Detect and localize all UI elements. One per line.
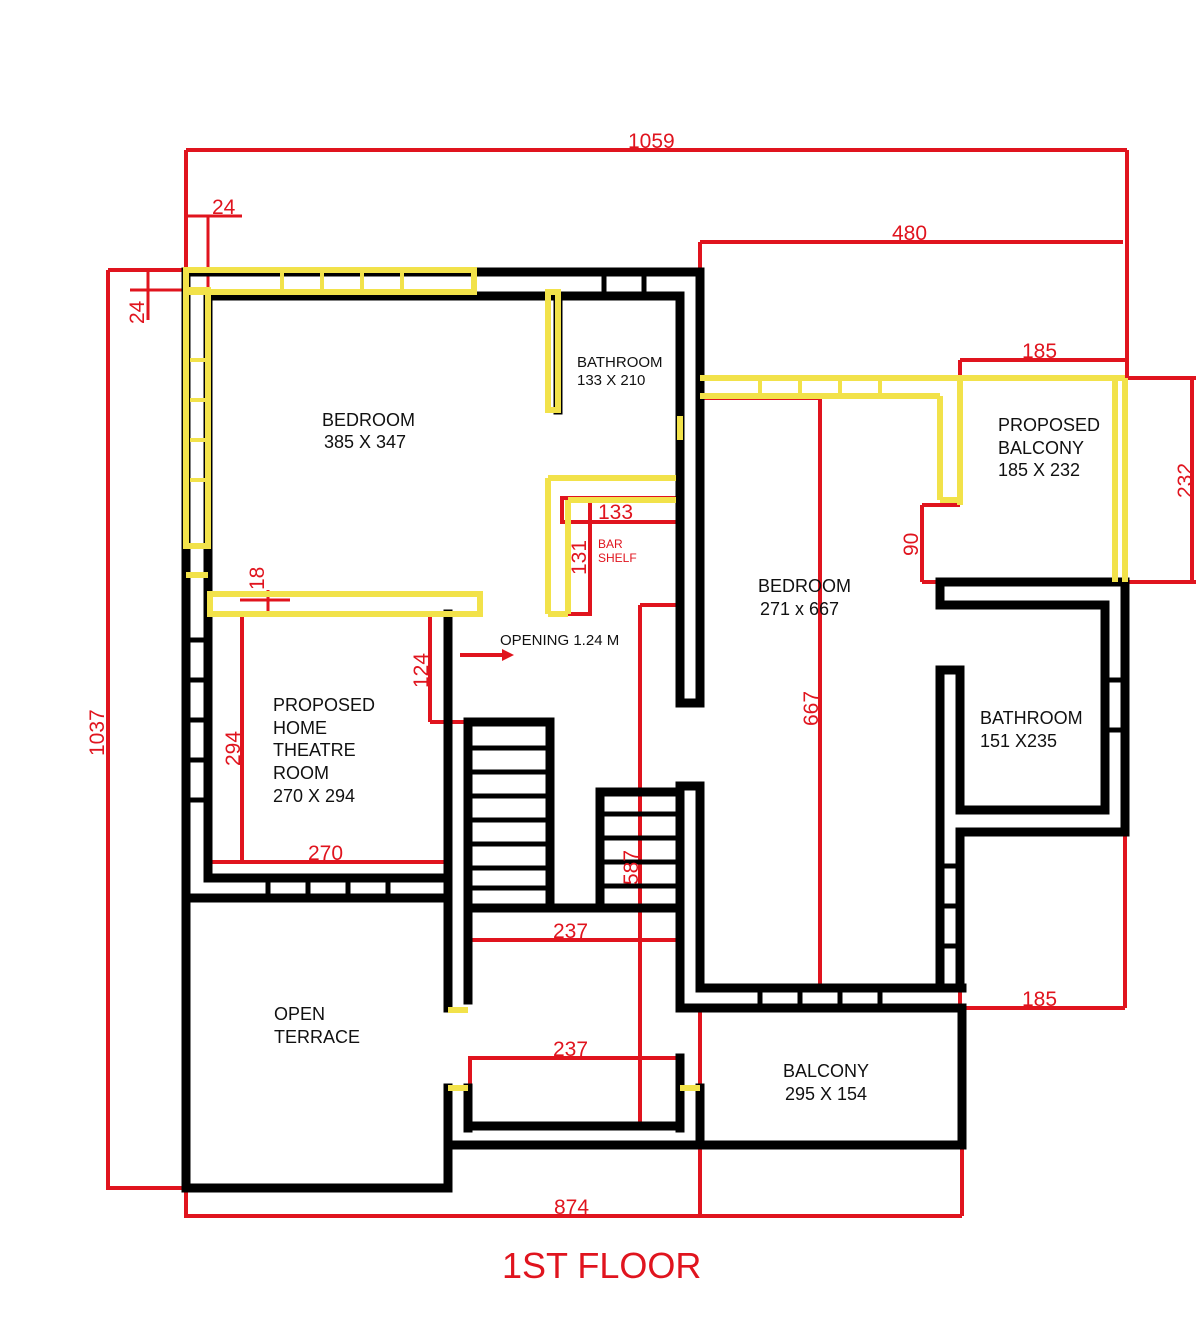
open-terrace-line2: TERRACE [274, 1027, 360, 1047]
proposed-walls-windows [183, 267, 1128, 1091]
dim-theatre-height: 294 [222, 731, 245, 766]
dim-proposed-balcony-width: 185 [1022, 340, 1057, 363]
dim-right-block-width: 480 [892, 222, 927, 245]
home-theatre-line2: HOME [273, 718, 327, 738]
dim-stair-height: 587 [620, 850, 643, 885]
dim-overall-width: 1059 [628, 130, 675, 153]
bar-shelf-label-2: SHELF [598, 551, 637, 565]
balcony-name: BALCONY [783, 1061, 869, 1081]
dim-overall-height: 1037 [86, 709, 109, 756]
dim-wall-thickness-side: 24 [126, 300, 149, 324]
dim-theatre-wall: 18 [246, 567, 269, 590]
home-theatre-line3: THEATRE [273, 740, 356, 760]
open-terrace-line1: OPEN [274, 1004, 325, 1024]
bathroom-right-name: BATHROOM [980, 708, 1083, 728]
home-theatre-size: 270 X 294 [273, 786, 355, 806]
room-labels: BEDROOM 385 X 347 BATHROOM 133 X 210 PRO… [273, 354, 1100, 1104]
balcony-size: 295 X 154 [785, 1084, 867, 1104]
bar-shelf-label-1: BAR [598, 537, 623, 551]
bedroom-main-size: 385 X 347 [324, 432, 406, 452]
dimension-lines [106, 148, 1196, 1218]
bathroom-right-size: 151 X235 [980, 731, 1057, 751]
dim-opening-124: 124 [410, 653, 433, 688]
proposed-balcony-line2: BALCONY [998, 438, 1084, 458]
home-theatre-line4: ROOM [273, 763, 329, 783]
dim-theatre-width: 270 [308, 842, 343, 865]
opening-label: OPENING 1.24 M [500, 632, 619, 649]
dim-bedroom-height: 667 [800, 691, 823, 726]
bathroom-top-size: 133 X 210 [577, 372, 645, 389]
proposed-balcony-line1: PROPOSED [998, 415, 1100, 435]
bedroom-main-name: BEDROOM [322, 410, 415, 430]
dim-wall-thickness-top: 24 [212, 196, 236, 219]
dim-stair-width-upper: 237 [553, 920, 588, 943]
home-theatre-line1: PROPOSED [273, 695, 375, 715]
proposed-balcony-size: 185 X 232 [998, 460, 1080, 480]
bedroom-right-name: BEDROOM [758, 576, 851, 596]
floor-title: 1ST FLOOR [502, 1245, 701, 1286]
dim-bottom-width: 874 [554, 1196, 589, 1219]
dim-proposed-balcony-height: 232 [1174, 463, 1197, 498]
bedroom-right-size: 271 x 667 [760, 599, 839, 619]
dim-step-90: 90 [900, 533, 923, 556]
dimension-labels: 1059 480 24 24 1037 185 232 133 131 90 1… [86, 130, 1197, 1219]
dim-bar-height: 131 [568, 540, 591, 575]
dim-stair-width-lower: 237 [553, 1038, 588, 1061]
dim-bath-right-width: 185 [1022, 988, 1057, 1011]
dim-bar-width: 133 [598, 501, 633, 524]
bathroom-top-name: BATHROOM [577, 354, 663, 371]
